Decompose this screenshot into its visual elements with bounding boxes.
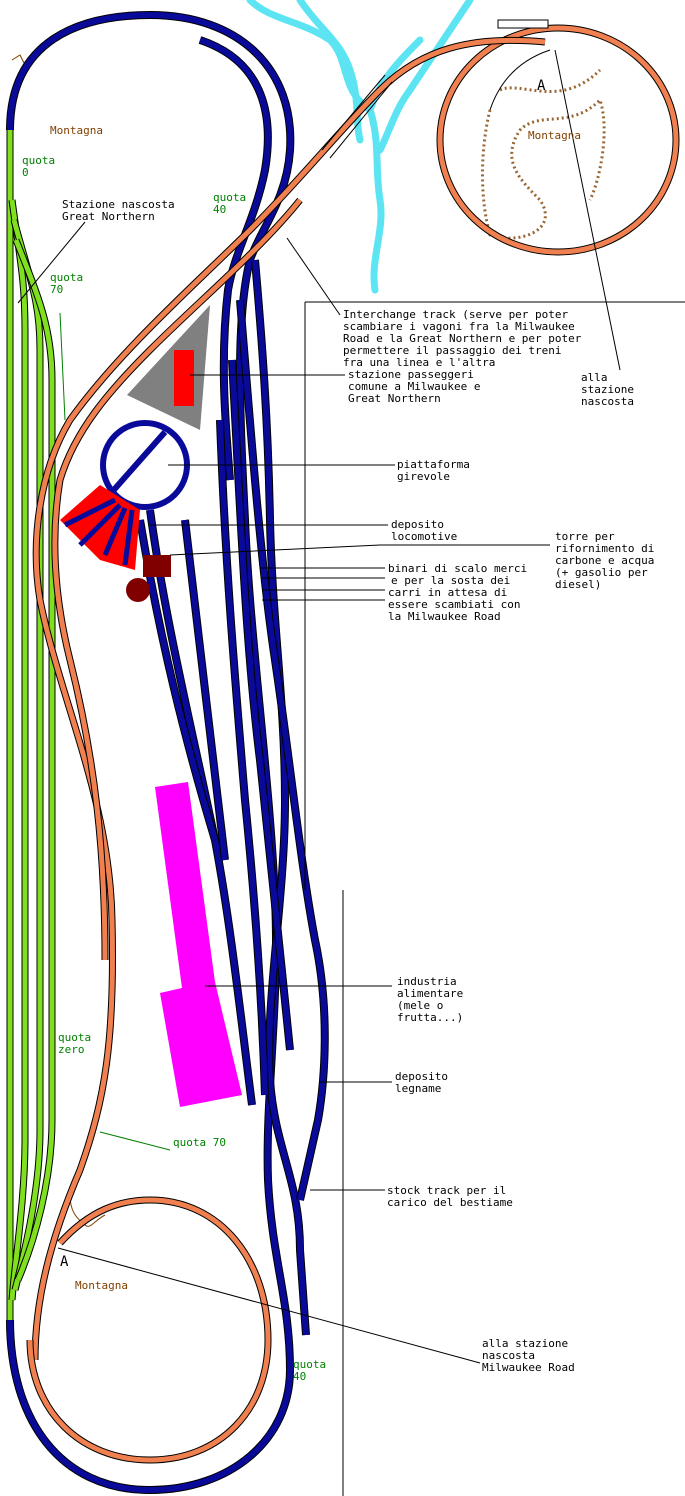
svg-text:scambiare i vagoni fra la Milw: scambiare i vagoni fra la Milwaukee xyxy=(343,320,575,333)
svg-text:carri in attesa di: carri in attesa di xyxy=(388,586,507,599)
svg-text:40: 40 xyxy=(293,1370,306,1383)
svg-text:quota: quota xyxy=(50,271,83,284)
svg-text:quota: quota xyxy=(22,154,55,167)
svg-text:(+ gasolio per: (+ gasolio per xyxy=(555,566,648,579)
svg-text:carico del bestiame: carico del bestiame xyxy=(387,1196,513,1209)
svg-text:alimentare: alimentare xyxy=(397,987,463,1000)
svg-text:piattaforma: piattaforma xyxy=(397,458,470,471)
svg-text:alla stazione: alla stazione xyxy=(482,1337,568,1350)
svg-text:nascosta: nascosta xyxy=(581,395,634,408)
svg-text:la Milwaukee Road: la Milwaukee Road xyxy=(388,610,501,623)
svg-text:quota: quota xyxy=(58,1031,91,1044)
svg-text:Road e la Great Northern e per: Road e la Great Northern e per poter xyxy=(343,332,582,345)
great-northern-tracks xyxy=(26,24,680,1464)
svg-text:stazione: stazione xyxy=(581,383,634,396)
svg-text:zero: zero xyxy=(58,1043,85,1056)
milwaukee-road-tracks xyxy=(6,10,329,1495)
svg-text:70: 70 xyxy=(50,283,63,296)
svg-text:(mele o: (mele o xyxy=(397,999,443,1012)
svg-text:girevole: girevole xyxy=(397,470,450,483)
food-industry-building xyxy=(155,782,242,1107)
svg-text:deposito: deposito xyxy=(395,1070,448,1083)
svg-text:locomotive: locomotive xyxy=(391,530,457,543)
scrub-bottom xyxy=(69,1194,106,1227)
turntable-bridge xyxy=(109,430,168,494)
svg-text:quota: quota xyxy=(213,191,246,204)
hidden-station-tracks xyxy=(6,130,56,1320)
svg-text:e per la sosta dei: e per la sosta dei xyxy=(391,574,510,587)
svg-text:Great Northern: Great Northern xyxy=(348,392,441,405)
mountain-label-top-right: Montagna xyxy=(528,129,581,142)
svg-text:carbone e acqua: carbone e acqua xyxy=(555,554,654,567)
svg-text:rifornimento di: rifornimento di xyxy=(555,542,654,555)
mountain-label-bottom: Montagna xyxy=(75,1279,128,1292)
svg-text:stazione passeggeri: stazione passeggeri xyxy=(348,368,474,381)
interchange-bridge xyxy=(321,74,393,159)
svg-text:Great Northern: Great Northern xyxy=(62,210,155,223)
water-tower xyxy=(126,578,150,602)
svg-text:diesel): diesel) xyxy=(555,578,601,591)
svg-text:nascosta: nascosta xyxy=(482,1349,535,1362)
svg-text:Interchange track (serve per p: Interchange track (serve per poter xyxy=(343,308,569,321)
marker-a-bottom: A xyxy=(60,1254,69,1270)
mountain-scrub xyxy=(481,68,606,240)
svg-text:legname: legname xyxy=(395,1082,441,1095)
svg-text:essere scambiati con: essere scambiati con xyxy=(388,598,520,611)
svg-text:comune a Milwaukee e: comune a Milwaukee e xyxy=(348,380,480,393)
mountain-ridge-top xyxy=(489,49,551,111)
coal-tower xyxy=(143,555,171,577)
scrub-top-left xyxy=(11,54,26,66)
passenger-station-platform xyxy=(127,305,210,430)
svg-text:fra una linea e l'altra: fra una linea e l'altra xyxy=(343,356,495,369)
bridge-top xyxy=(497,19,549,29)
svg-text:Stazione nascosta: Stazione nascosta xyxy=(62,198,175,211)
svg-text:quota: quota xyxy=(293,1358,326,1371)
svg-text:permettere il passaggio dei tr: permettere il passaggio dei treni xyxy=(343,344,562,357)
svg-text:torre per: torre per xyxy=(555,530,615,543)
svg-text:frutta...): frutta...) xyxy=(397,1011,463,1024)
svg-text:industria: industria xyxy=(397,975,457,988)
marker-a-top: A xyxy=(537,78,546,94)
label-interchange-track: Interchange track (serve per poterscambi… xyxy=(343,308,582,369)
elevation-q70-bottom: quota 70 xyxy=(173,1136,226,1149)
svg-text:stock track per il: stock track per il xyxy=(387,1184,506,1197)
leader-lines xyxy=(17,49,685,1496)
engine-house-tracks xyxy=(63,497,135,566)
svg-text:0: 0 xyxy=(22,166,29,179)
svg-text:deposito: deposito xyxy=(391,518,444,531)
svg-text:alla: alla xyxy=(581,371,608,384)
svg-text:Milwaukee Road: Milwaukee Road xyxy=(482,1361,575,1374)
mountain-label-top-left: Montagna xyxy=(50,124,103,137)
svg-text:binari di scalo merci: binari di scalo merci xyxy=(388,562,527,575)
svg-text:40: 40 xyxy=(213,203,226,216)
passenger-station-building xyxy=(174,350,194,406)
